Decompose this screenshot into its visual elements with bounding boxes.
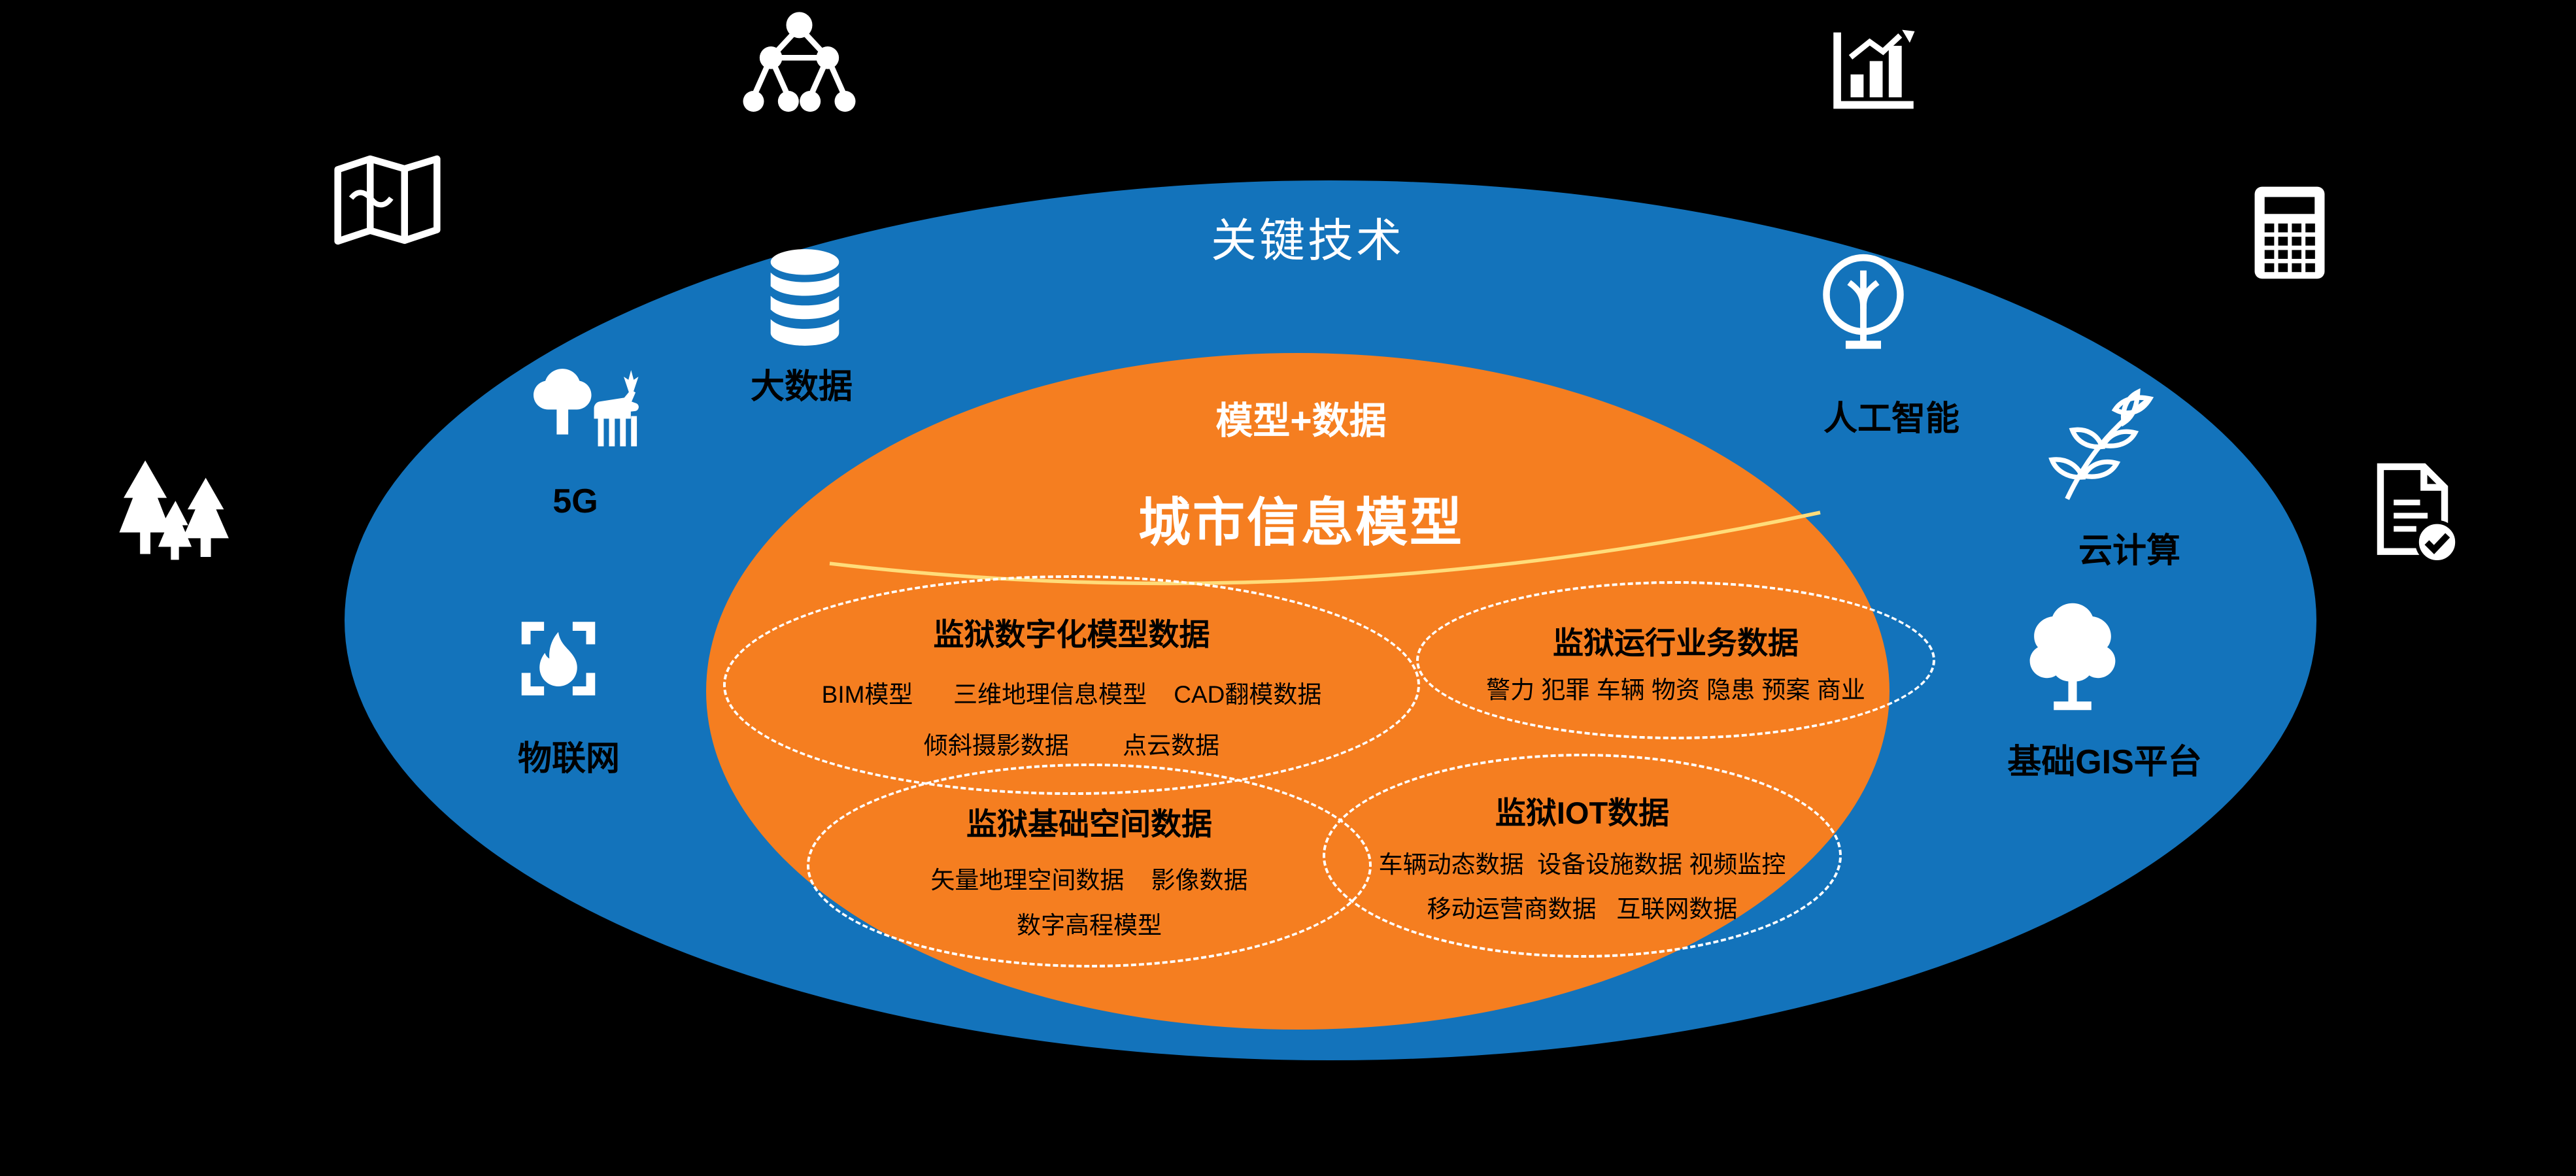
group-line: 车辆动态数据 设备设施数据 视频监控 xyxy=(1378,851,1786,878)
tech-label-ai: 人工智能 xyxy=(1823,400,1959,438)
leaf-branch-icon xyxy=(2043,379,2174,510)
group-title: 监狱数字化模型数据 xyxy=(933,617,1210,652)
tech-label-cloud: 云计算 xyxy=(2078,532,2180,570)
map-icon xyxy=(330,150,445,250)
tree-in-circle-icon xyxy=(1811,248,1916,361)
tech-label-iot: 物联网 xyxy=(517,740,620,778)
database-icon xyxy=(756,245,854,350)
group-title: 监狱IOT数据 xyxy=(1495,796,1670,830)
group-line: 倾斜摄影数据 点云数据 xyxy=(923,732,1220,759)
core-subtitle: 模型+数据 xyxy=(1215,400,1387,442)
group-ellipse-iot-data xyxy=(1323,754,1842,958)
group-line: 矢量地理空间数据 影像数据 xyxy=(930,867,1248,894)
group-title: 监狱运行业务数据 xyxy=(1553,626,1799,660)
flame-viewfinder-icon xyxy=(509,608,607,709)
document-check-icon xyxy=(2364,461,2462,567)
tree-deer-icon xyxy=(530,356,651,471)
group-line: 移动运营商数据 互联网数据 xyxy=(1427,896,1738,922)
forest-icon xyxy=(108,458,252,579)
tech-label-5g: 5G xyxy=(552,482,598,520)
group-line: 警力 犯罪 车辆 物资 隐患 预案 商业 xyxy=(1486,677,1865,703)
tech-label-big-data: 大数据 xyxy=(750,368,853,406)
tech-label-gis: 基础GIS平台 xyxy=(2007,743,2202,781)
group-line: BIM模型 三维地理信息模型 CAD翻模数据 xyxy=(821,681,1322,708)
tree-icon xyxy=(2017,596,2128,717)
network-graph-icon xyxy=(732,10,866,127)
core-title: 城市信息模型 xyxy=(1138,494,1464,552)
calculator-icon xyxy=(2244,183,2335,282)
group-ellipse-operation-business xyxy=(1416,581,1935,739)
group-line: 数字高程模型 xyxy=(1017,912,1162,939)
group-title: 监狱基础空间数据 xyxy=(966,807,1212,841)
diagram-title: 关键技术 xyxy=(1211,215,1404,266)
bar-chart-icon xyxy=(1823,25,1924,116)
